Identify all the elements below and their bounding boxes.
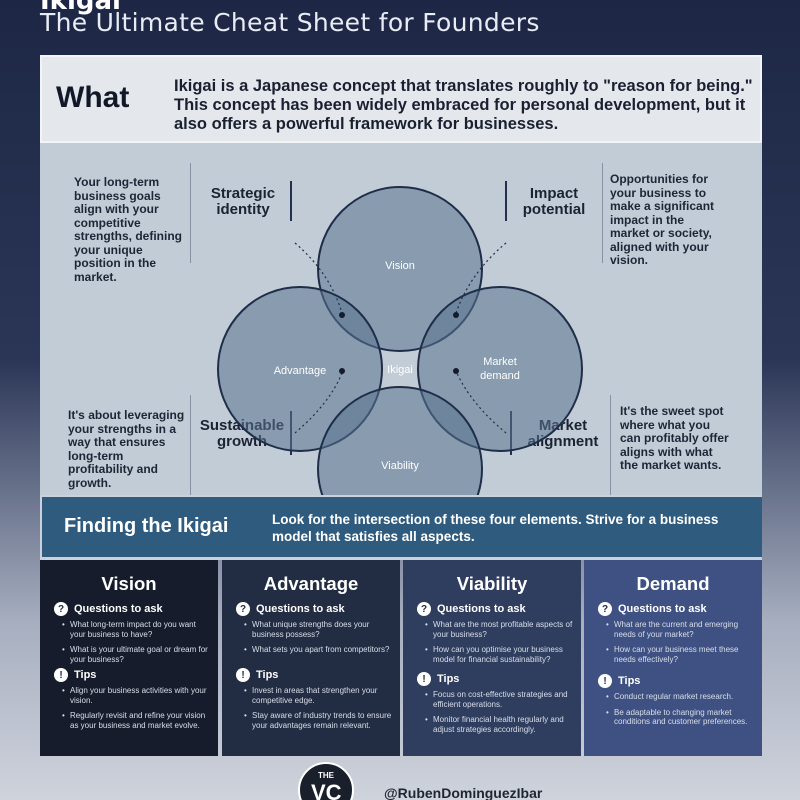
questions-heading: ?Questions to ask bbox=[598, 602, 707, 616]
viability-label: Viability bbox=[381, 460, 419, 472]
strategic-identity-label: Strategic identity bbox=[210, 185, 276, 218]
question-icon: ? bbox=[54, 602, 68, 616]
page-title-cut: Ikigai bbox=[40, 0, 121, 16]
list-item: What unique strengths does your business… bbox=[244, 620, 394, 639]
tips-heading: !Tips bbox=[236, 668, 278, 682]
page-subtitle: The Ultimate Cheat Sheet for Founders bbox=[40, 8, 540, 37]
market-alignment-desc: It's the sweet spot where what you can p… bbox=[620, 404, 729, 472]
questions-list: What are the current and emerging needs … bbox=[606, 620, 756, 670]
list-item: What are the current and emerging needs … bbox=[606, 620, 756, 639]
finding-ikigai-banner: Finding the Ikigai Look for the intersec… bbox=[42, 497, 762, 557]
info-icon: ! bbox=[54, 668, 68, 682]
list-item: What long-term impact do you want your b… bbox=[62, 620, 212, 639]
column-title: Vision bbox=[101, 573, 157, 594]
intersection-dot bbox=[339, 368, 345, 374]
tips-list: Conduct regular market research. Be adap… bbox=[606, 692, 756, 733]
list-item: Invest in areas that strengthen your com… bbox=[244, 686, 394, 705]
finding-title: Finding the Ikigai bbox=[64, 515, 229, 537]
what-label: What bbox=[56, 81, 130, 114]
questions-heading: ?Questions to ask bbox=[236, 602, 345, 616]
column-title: Demand bbox=[636, 573, 710, 594]
list-item: Focus on cost-effective strategies and e… bbox=[425, 690, 575, 709]
advantage-circle bbox=[217, 286, 383, 452]
what-description: Ikigai is a Japanese concept that transl… bbox=[174, 77, 753, 133]
question-icon: ? bbox=[598, 602, 612, 616]
info-icon: ! bbox=[417, 672, 431, 686]
impact-potential-label: Impact potential bbox=[522, 185, 586, 218]
list-item: How can your business meet these needs e… bbox=[606, 645, 756, 664]
divider-line bbox=[610, 395, 611, 495]
author-handle[interactable]: @RubenDominguezIbar bbox=[384, 785, 543, 800]
questions-list: What are the most profitable aspects of … bbox=[425, 620, 575, 670]
intersection-dot bbox=[453, 368, 459, 374]
list-item: What sets you apart from competitors? bbox=[244, 645, 394, 655]
diagram-area: Your long-term business goals align with… bbox=[40, 143, 762, 495]
list-item: What are the most profitable aspects of … bbox=[425, 620, 575, 639]
finding-text: Look for the intersection of these four … bbox=[272, 512, 719, 544]
intersection-dot bbox=[339, 312, 345, 318]
accent-bar bbox=[290, 181, 292, 221]
sustainable-growth-desc: It's about leveraging your strengths in … bbox=[68, 408, 185, 490]
list-item: Monitor financial health regularly and a… bbox=[425, 715, 575, 734]
divider-line bbox=[190, 163, 191, 263]
list-item: Conduct regular market research. bbox=[606, 692, 756, 702]
column-advantage: Advantage ?Questions to ask What unique … bbox=[222, 560, 400, 756]
list-item: How can you optimise your business model… bbox=[425, 645, 575, 664]
market-demand-circle bbox=[417, 286, 583, 452]
column-vision: Vision ?Questions to ask What long-term … bbox=[40, 560, 218, 756]
ikigai-card: What Ikigai is a Japanese concept that t… bbox=[40, 55, 762, 560]
advantage-label: Advantage bbox=[274, 365, 327, 377]
questions-list: What unique strengths does your business… bbox=[244, 620, 394, 661]
questions-list: What long-term impact do you want your b… bbox=[62, 620, 212, 670]
tips-list: Align your business activities with your… bbox=[62, 686, 212, 736]
questions-heading: ?Questions to ask bbox=[417, 602, 526, 616]
tips-list: Invest in areas that strengthen your com… bbox=[244, 686, 394, 736]
info-icon: ! bbox=[236, 668, 250, 682]
intersection-dot bbox=[453, 312, 459, 318]
what-box: What Ikigai is a Japanese concept that t… bbox=[40, 55, 762, 143]
list-item: Be adaptable to changing market conditio… bbox=[606, 708, 756, 727]
connector-line bbox=[294, 372, 343, 434]
column-viability: Viability ?Questions to ask What are the… bbox=[403, 560, 581, 756]
divider-line bbox=[190, 395, 191, 495]
list-item: Align your business activities with your… bbox=[62, 686, 212, 705]
tips-heading: !Tips bbox=[417, 672, 459, 686]
accent-bar bbox=[505, 181, 507, 221]
questions-heading: ?Questions to ask bbox=[54, 602, 163, 616]
question-icon: ? bbox=[236, 602, 250, 616]
list-item: Stay aware of industry trends to ensure … bbox=[244, 711, 394, 730]
divider-line bbox=[602, 163, 603, 263]
question-icon: ? bbox=[417, 602, 431, 616]
list-item: What is your ultimate goal or dream for … bbox=[62, 645, 212, 664]
vision-circle bbox=[317, 186, 483, 352]
column-title: Advantage bbox=[263, 573, 359, 594]
column-title: Viability bbox=[456, 573, 528, 594]
tips-heading: !Tips bbox=[54, 668, 96, 682]
vc-logo: THE VC bbox=[298, 762, 354, 800]
info-icon: ! bbox=[598, 674, 612, 688]
impact-potential-desc: Opportunities for your business to make … bbox=[610, 172, 715, 267]
tips-list: Focus on cost-effective strategies and e… bbox=[425, 690, 575, 740]
ikigai-center-label: Ikigai bbox=[387, 364, 413, 376]
vision-label: Vision bbox=[385, 260, 415, 272]
column-demand: Demand ?Questions to ask What are the cu… bbox=[584, 560, 762, 756]
list-item: Regularly revisit and refine your vision… bbox=[62, 711, 212, 730]
strategic-identity-desc: Your long-term business goals align with… bbox=[74, 175, 182, 284]
tips-heading: !Tips bbox=[598, 674, 640, 688]
viability-circle bbox=[317, 386, 483, 495]
